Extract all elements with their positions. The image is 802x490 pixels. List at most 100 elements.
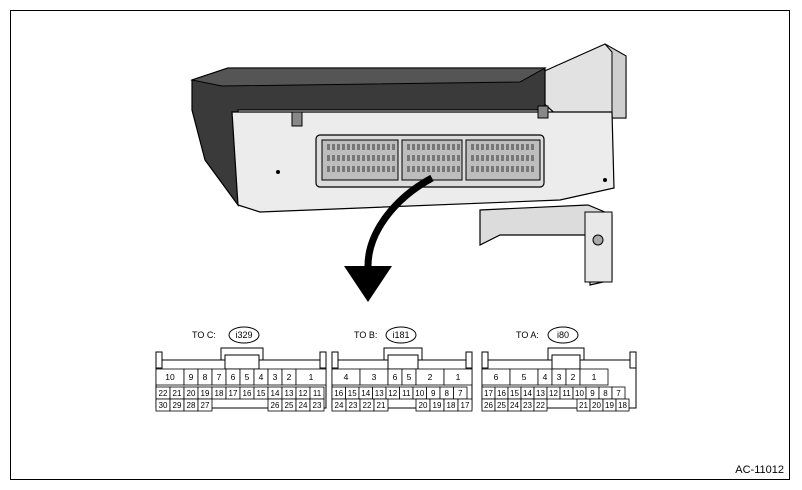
- connector-pin: [452, 155, 455, 161]
- pin-number: 18: [215, 389, 224, 398]
- connector-pin: [447, 144, 450, 150]
- connector-pin-texture: [327, 144, 534, 172]
- connector-pin: [392, 155, 395, 161]
- connector-pin: [432, 144, 435, 150]
- connector-pin: [377, 155, 380, 161]
- pin-number: 20: [419, 401, 428, 410]
- pin-number: 11: [562, 389, 571, 398]
- connector-pin: [452, 166, 455, 172]
- connector-pin: [521, 155, 524, 161]
- connector-pin: [372, 144, 375, 150]
- connector-pin: [531, 144, 534, 150]
- connector-pin: [501, 155, 504, 161]
- pin-number: 5: [407, 372, 412, 382]
- connector-pin: [491, 155, 494, 161]
- pin-number: 21: [173, 389, 182, 398]
- pin-number: 1: [309, 372, 314, 382]
- screw-left: [291, 111, 303, 127]
- pin-number: 26: [271, 401, 280, 410]
- connector-pin: [337, 144, 340, 150]
- connector-pin: [357, 166, 360, 172]
- connector-pin: [382, 155, 385, 161]
- connector-pin: [437, 166, 440, 172]
- pin-number: 17: [484, 389, 493, 398]
- pin-number: 8: [445, 389, 450, 398]
- connector-pin: [407, 144, 410, 150]
- bracket-hole: [592, 234, 604, 246]
- pin-number: 7: [616, 389, 621, 398]
- pin-number: 3: [557, 372, 562, 382]
- pin-number: 15: [348, 389, 357, 398]
- connector-pin: [481, 144, 484, 150]
- connector-pin: [531, 155, 534, 161]
- arrow-shaft: [364, 174, 434, 267]
- connector-pin: [457, 144, 460, 150]
- connector-pin: [486, 144, 489, 150]
- connector-pin: [327, 144, 330, 150]
- figure-code: AC-11012: [735, 464, 784, 476]
- connector-latch-inner: [387, 354, 419, 370]
- pin-number: 7: [458, 389, 463, 398]
- pin-number: 18: [447, 401, 456, 410]
- connector-pin: [471, 155, 474, 161]
- pin-number: 10: [415, 389, 424, 398]
- pin-number: 12: [299, 389, 308, 398]
- connector-latch-inner: [224, 354, 260, 370]
- pin-number: 11: [402, 389, 411, 398]
- pin-number: 18: [618, 401, 627, 410]
- connector-pin: [342, 144, 345, 150]
- connector-pin: [422, 155, 425, 161]
- pin-number: 19: [201, 389, 210, 398]
- pin-cell: [197, 398, 213, 412]
- connector-pin: [347, 144, 350, 150]
- pin-number: 16: [243, 389, 252, 398]
- housing-tab-left: [331, 351, 339, 369]
- panel-dot-right: [603, 178, 607, 182]
- pin-cell: [309, 398, 325, 412]
- connector-pin: [407, 155, 410, 161]
- connector-pin: [531, 166, 534, 172]
- connector-pin: [332, 155, 335, 161]
- connector-pin: [516, 166, 519, 172]
- connector-pin: [486, 166, 489, 172]
- pin-number: 22: [159, 389, 168, 398]
- connector-code-oval: [547, 326, 579, 344]
- pin-cell: [615, 398, 630, 412]
- pin-cell: [533, 398, 548, 412]
- pin-number: 12: [549, 389, 558, 398]
- pin-number: 23: [523, 401, 532, 410]
- pin-number: 26: [484, 401, 493, 410]
- pin-number: 24: [335, 401, 344, 410]
- pin-number: 30: [159, 401, 168, 410]
- connector-pin: [496, 166, 499, 172]
- connector-pin: [432, 166, 435, 172]
- connector-pin: [387, 144, 390, 150]
- connector-pin: [491, 144, 494, 150]
- connector-pin: [327, 155, 330, 161]
- connector-pin: [327, 166, 330, 172]
- connector-pin: [447, 155, 450, 161]
- connector-label: TO C:: [192, 330, 216, 340]
- pin-number: 2: [287, 372, 292, 382]
- pin-cell: [295, 368, 327, 386]
- pin-number: 24: [299, 401, 308, 410]
- connector-pin: [526, 166, 529, 172]
- connector-pin: [496, 155, 499, 161]
- connector-code: i80: [557, 330, 569, 340]
- connector-pin: [342, 166, 345, 172]
- connector-pin: [432, 155, 435, 161]
- connector-pin: [501, 166, 504, 172]
- connector-pin: [521, 144, 524, 150]
- connector-pin: [382, 144, 385, 150]
- connector-pin: [352, 166, 355, 172]
- connector-pin: [337, 155, 340, 161]
- connector-pin: [506, 144, 509, 150]
- connector-pin: [347, 166, 350, 172]
- connector-pin: [352, 155, 355, 161]
- connector-pin: [357, 144, 360, 150]
- connector-pin: [516, 155, 519, 161]
- connector-pin: [427, 155, 430, 161]
- panel-dot-left: [276, 170, 280, 174]
- connector-pin: [427, 166, 430, 172]
